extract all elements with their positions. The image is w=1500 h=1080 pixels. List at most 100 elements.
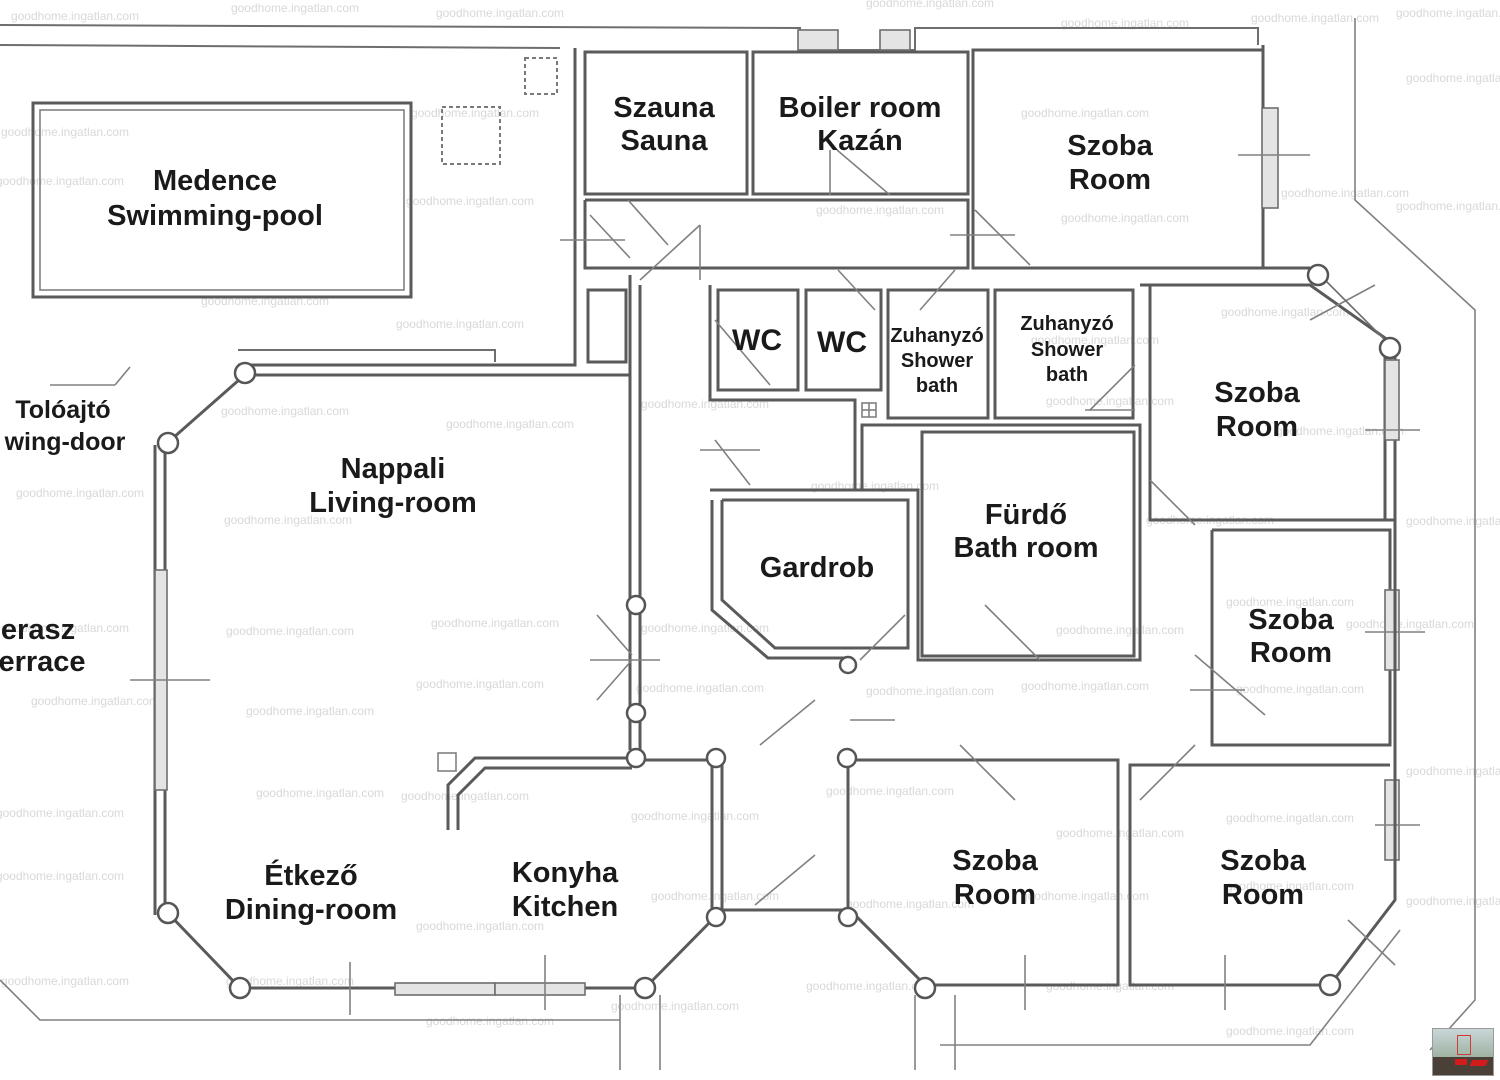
label-living-hu: Nappali [341,453,446,485]
watermark-text: goodhome.ingatlan.com [221,404,349,418]
thumbnail-logo [1457,1035,1471,1055]
watermark-text: goodhome.ingatlan.com [1031,333,1159,347]
watermark-text: goodhome.ingatlan.com [436,6,564,20]
watermark-text: goodhome.ingatlan.com [411,106,539,120]
watermark-text: goodhome.ingatlan.com [1,621,129,635]
room-labels: Medence Swimming-pool Szauna Sauna Boile… [0,92,1335,926]
watermark-text: goodhome.ingatlan.com [226,624,354,638]
watermark-text: goodhome.ingatlan.com [0,869,124,883]
label-room-right-upper-hu: Szoba [1214,377,1300,409]
watermark-text: goodhome.ingatlan.com [1056,623,1184,637]
columns [156,263,1402,1000]
label-pool-hu: Medence [153,165,277,197]
label-room-right-mid-hu: Szoba [1248,604,1334,636]
walls-core [586,269,1142,750]
label-shower-2-en1: Shower [1031,339,1103,361]
watermark-text: goodhome.ingatlan.com [11,9,139,23]
site-boundary [0,18,1476,1051]
watermark-text: goodhome.ingatlan.com [31,694,159,708]
watermark-text: goodhome.ingatlan.com [401,789,529,803]
watermark-text: goodhome.ingatlan.com [866,0,994,10]
watermark-text: goodhome.ingatlan.com [636,681,764,695]
thumbnail-lounger [1469,1060,1489,1066]
watermark-text: goodhome.ingatlan.com [396,317,524,331]
watermark-text: goodhome.ingatlan.com [1396,199,1500,213]
label-shower-1-hu: Zuhanyzó [890,325,983,347]
label-gardrob: Gardrob [760,552,874,584]
watermark-text: goodhome.ingatlan.com [416,919,544,933]
label-shower-1-en1: Shower [901,350,973,372]
walls-right [846,274,1425,987]
label-sliding-door-en: wing-door [4,428,126,456]
watermark-text: goodhome.ingatlan.com [1251,11,1379,25]
watermark-text: goodhome.ingatlan.com [806,979,934,993]
label-room-right-upper-en: Room [1216,411,1298,443]
watermark-text: goodhome.ingatlan.com [416,677,544,691]
label-sliding-door-hu: Tolóajtó [15,396,110,424]
label-dining-hu: Étkező [264,858,357,892]
watermark-text: goodhome.ingatlan.com [1346,617,1474,631]
label-wc-2: WC [817,326,867,359]
label-shower-1-en2: bath [916,375,958,397]
thumbnail-sky [1433,1029,1493,1057]
watermark-text: goodhome.ingatlan.com [1021,106,1149,120]
fixture-outline [524,57,558,95]
label-room-top-hu: Szoba [1067,130,1153,162]
watermark-text: goodhome.ingatlan.com [846,897,974,911]
watermark-text: goodhome.ingatlan.com [16,486,144,500]
watermark-text: goodhome.ingatlan.com [1226,811,1354,825]
watermark-text: goodhome.ingatlan.com [226,974,354,988]
label-kitchen-hu: Konyha [512,857,619,889]
watermark-text: goodhome.ingatlan.com [1236,682,1364,696]
label-bath-en: Bath room [954,532,1099,564]
watermark-text: goodhome.ingatlan.com [1,125,129,139]
watermark-text: goodhome.ingatlan.com [1221,305,1349,319]
label-terrace-en: errace [0,646,86,678]
watermark-text: goodhome.ingatlan.com [256,786,384,800]
watermark-text: goodhome.ingatlan.com [1226,879,1354,893]
label-shower-2-en2: bath [1046,364,1088,386]
watermark-text: goodhome.ingatlan.com [426,1014,554,1028]
watermark-text: goodhome.ingatlan.com [406,194,534,208]
label-room-bottom-mid-en: Room [954,879,1036,911]
watermark-text: goodhome.ingatlan.com [1,974,129,988]
watermark-text: goodhome.ingatlan.com [231,1,359,15]
watermark-text: goodhome.ingatlan.com [1406,764,1500,778]
watermark-text: goodhome.ingatlan.com [1276,424,1404,438]
label-living-en: Living-room [309,487,477,519]
watermark-text: goodhome.ingatlan.com [1396,6,1500,20]
label-sauna-hu: Szauna [613,92,715,124]
label-room-bottom-right-en: Room [1222,879,1304,911]
watermark-text: goodhome.ingatlan.com [1406,514,1500,528]
thumbnail-chair [1455,1059,1467,1065]
watermark-text: goodhome.ingatlan.com [611,999,739,1013]
watermark-text: goodhome.ingatlan.com [816,203,944,217]
watermark-text: goodhome.ingatlan.com [431,616,559,630]
watermark-text: goodhome.ingatlan.com [224,513,352,527]
watermark-text: goodhome.ingatlan.com [1406,894,1500,908]
label-kitchen-en: Kitchen [512,891,618,923]
fixture-outline [441,106,501,165]
label-room-right-mid-en: Room [1250,637,1332,669]
watermark-text: goodhome.ingatlan.com [1226,595,1354,609]
watermark-text: goodhome.ingatlan.com [826,784,954,798]
walls-upper [238,29,1310,367]
watermark-text: goodhome.ingatlan.com [1406,71,1500,85]
swimming-pool [31,101,413,299]
watermark-text: goodhome.ingatlan.com [651,889,779,903]
watermark-text: goodhome.ingatlan.com [0,806,124,820]
label-sauna-en: Sauna [620,125,708,157]
watermark-text: goodhome.ingatlan.com [641,621,769,635]
label-room-bottom-right-hu: Szoba [1220,845,1306,877]
label-dining-en: Dining-room [225,894,397,926]
label-terrace-hu: erasz [1,614,75,646]
watermark-text: goodhome.ingatlan.com [246,704,374,718]
watermark-text: goodhome.ingatlan.com [631,809,759,823]
photo-thumbnail[interactable] [1432,1028,1494,1076]
label-bath-hu: Fürdő [985,499,1067,531]
watermark-text: goodhome.ingatlan.com [1061,16,1189,30]
label-boiler-hu: Kazán [817,125,902,157]
label-boiler-en: Boiler room [779,92,942,124]
watermark-text: goodhome.ingatlan.com [446,417,574,431]
